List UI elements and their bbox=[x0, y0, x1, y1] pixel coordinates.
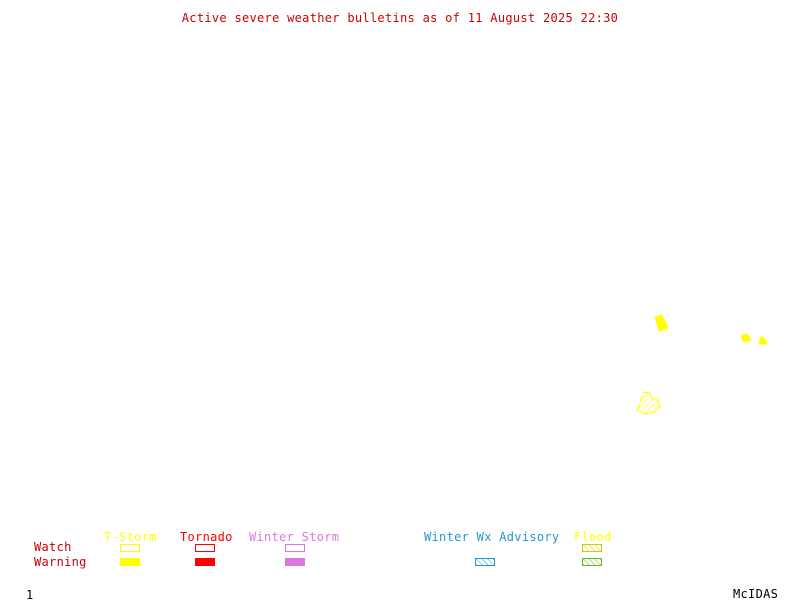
tstorm-warning-area bbox=[758, 336, 768, 345]
winter-advisory-swatch bbox=[475, 558, 495, 566]
tornado-watch-swatch bbox=[195, 544, 215, 552]
flood-watch-swatch bbox=[582, 544, 602, 552]
winter-storm-watch-swatch bbox=[285, 544, 305, 552]
flood-area bbox=[636, 391, 661, 415]
tstorm-warning-area bbox=[654, 314, 669, 332]
legend-watch-label: Watch bbox=[34, 540, 72, 554]
legend-winter-advisory-label: Winter Wx Advisory bbox=[424, 530, 560, 544]
flood-warning-swatch bbox=[582, 558, 602, 566]
legend-tstorm-label: T-Storm bbox=[104, 530, 157, 544]
tstorm-warning-area bbox=[740, 333, 752, 343]
winter-storm-warning-swatch bbox=[285, 558, 305, 566]
legend-flood-label: Flood bbox=[574, 530, 612, 544]
legend-winter-storm-label: Winter Storm bbox=[249, 530, 340, 544]
frame-number: 1 bbox=[26, 588, 34, 602]
brand-label: McIDAS bbox=[733, 587, 779, 601]
tornado-warning-swatch bbox=[195, 558, 215, 566]
tstorm-warning-swatch bbox=[120, 558, 140, 566]
legend-warning-label: Warning bbox=[34, 555, 87, 569]
bulletin-title: Active severe weather bulletins as of 11… bbox=[181, 11, 619, 25]
tstorm-watch-swatch bbox=[120, 544, 140, 552]
legend-tornado-label: Tornado bbox=[180, 530, 233, 544]
